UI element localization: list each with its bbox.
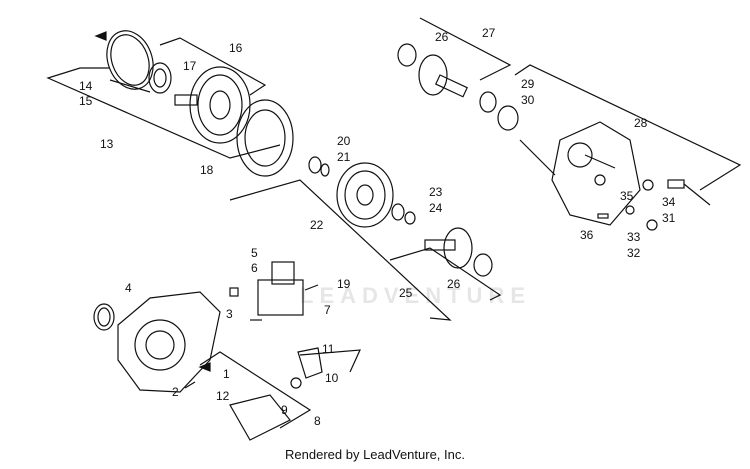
ring-gear-18	[236, 99, 294, 177]
callout-29: 29	[521, 77, 535, 91]
bracket-lines	[46, 17, 742, 429]
gear-shaft-upper	[397, 43, 519, 131]
hardware-right	[597, 179, 711, 231]
callout-6: 6	[251, 261, 258, 275]
callout-15: 15	[79, 94, 93, 108]
arrow-upper	[94, 31, 107, 41]
callout-1: 1	[223, 367, 230, 381]
callout-17: 17	[183, 59, 197, 73]
bearing-17	[148, 62, 172, 94]
callout-8: 8	[314, 414, 321, 428]
callout-13: 13	[100, 137, 114, 151]
main-housing	[117, 291, 221, 393]
callout-2: 2	[172, 385, 179, 399]
callout-19: 19	[337, 277, 351, 291]
snap-ring-part	[106, 30, 154, 90]
actuator-6	[257, 261, 319, 316]
callout-35: 35	[620, 189, 634, 203]
callout-28: 28	[634, 116, 648, 130]
callout-12: 12	[216, 389, 230, 403]
callout-10: 10	[325, 371, 339, 385]
callout-20: 20	[337, 134, 351, 148]
shift-fork	[229, 347, 323, 441]
callout-3: 3	[226, 307, 233, 321]
clutch-pack-22	[336, 162, 394, 228]
callout-31: 31	[662, 211, 676, 225]
clutch-drum	[174, 66, 251, 144]
footer-credit: Rendered by LeadVenture, Inc.	[285, 447, 465, 462]
callout-36: 36	[580, 228, 594, 242]
callout-27: 27	[482, 26, 496, 40]
callout-4: 4	[125, 281, 132, 295]
callout-5: 5	[251, 246, 258, 260]
callout-24: 24	[429, 201, 443, 215]
callout-7: 7	[324, 303, 331, 317]
gear-shaft-lower	[424, 227, 493, 277]
small-pins	[184, 287, 262, 389]
callout-21: 21	[337, 150, 351, 164]
callout-16: 16	[229, 41, 243, 55]
callout-34: 34	[662, 195, 676, 209]
callout-25: 25	[399, 286, 413, 300]
callout-9: 9	[281, 403, 288, 417]
gearcase-cover-28	[551, 121, 641, 226]
callout-23: 23	[429, 185, 443, 199]
callout-11: 11	[322, 342, 335, 356]
callout-26-lower: 26	[447, 277, 461, 291]
arrow-lower	[198, 362, 211, 372]
callout-18: 18	[200, 163, 214, 177]
callout-33: 33	[627, 230, 641, 244]
callout-26-upper: 26	[435, 30, 449, 44]
callout-22: 22	[310, 218, 324, 232]
callout-14: 14	[79, 79, 93, 93]
seal-4	[93, 303, 115, 331]
washer-23-24	[391, 203, 416, 225]
washer-20-21	[308, 156, 330, 177]
callout-32: 32	[627, 246, 641, 260]
callout-30: 30	[521, 93, 535, 107]
